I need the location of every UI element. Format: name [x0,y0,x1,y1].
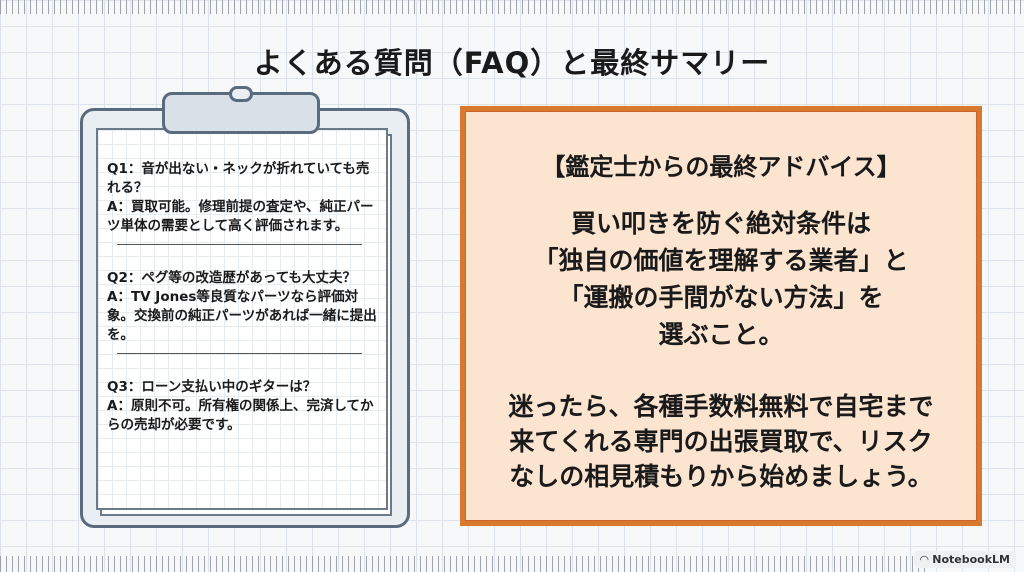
faq-item: Q2：ペグ等の改造歴があっても大丈夫？ A：TV Jones等良質なパーツなら評… [107,269,382,345]
line: 来てくれる専門の出張買取で、リスク [509,427,933,456]
faq-item: Q3：ローン支払い中のギターは？ A：原則不可。所有権の関係上、完済してからの売… [107,378,382,435]
line: 選ぶこと。 [658,320,784,349]
faq-item: Q1：音が出ない・ネックが折れていても売れる？ A：買取可能。修理前提の査定や、… [107,160,382,236]
divider [117,353,362,354]
faq-question: Q2：ペグ等の改造歴があっても大丈夫？ [107,270,357,286]
faq-answer: A：原則不可。所有権の関係上、完済してからの売却が必要です。 [107,398,374,433]
advice-heading: 【鑑定士からの最終アドバイス】 [541,153,901,181]
advice-paragraph-2: 迷ったら、各種手数料無料で自宅まで 来てくれる専門の出張買取で、リスク なしの相… [465,389,977,494]
advice-box: 【鑑定士からの最終アドバイス】 買い叩きを防ぐ絶対条件は 「独自の価値を理解する… [460,106,982,526]
faq-question: Q1：音が出ない・ネックが折れていても売れる？ [107,161,370,196]
line: 迷ったら、各種手数料無料で自宅まで [508,392,934,421]
faq-list: Q1：音が出ない・ネックが折れていても売れる？ A：買取可能。修理前提の査定や、… [107,160,382,443]
logo-text: NotebookLM [932,553,1010,566]
bottom-ruler [0,556,930,572]
divider [117,244,362,245]
clipboard-clip-icon [162,92,320,134]
line: 「運搬の手間がない方法」を [558,283,884,312]
line: なしの相見積もりから始めましょう。 [509,462,933,491]
paper [96,128,388,510]
line: 買い叩きを防ぐ絶対条件は [570,209,871,238]
advice-paragraph-1: 買い叩きを防ぐ絶対条件は 「独自の価値を理解する業者」と 「運搬の手間がない方法… [465,205,977,353]
clip-ring-icon [229,86,253,102]
top-ruler [0,0,1024,14]
faq-question: Q3：ローン支払い中のギターは？ [107,379,317,395]
faq-answer: A：買取可能。修理前提の査定や、純正パーツ単体の需要として高く評価されます。 [107,199,374,234]
notebooklm-logo: ◠ NotebookLM [913,551,1016,568]
page-title: よくある質問（FAQ）と最終サマリー [253,46,771,80]
faq-answer: A：TV Jones等良質なパーツなら評価対象。交換前の純正パーツがあれば一緒に… [107,289,377,343]
line: 「独自の価値を理解する業者」と [533,246,909,275]
